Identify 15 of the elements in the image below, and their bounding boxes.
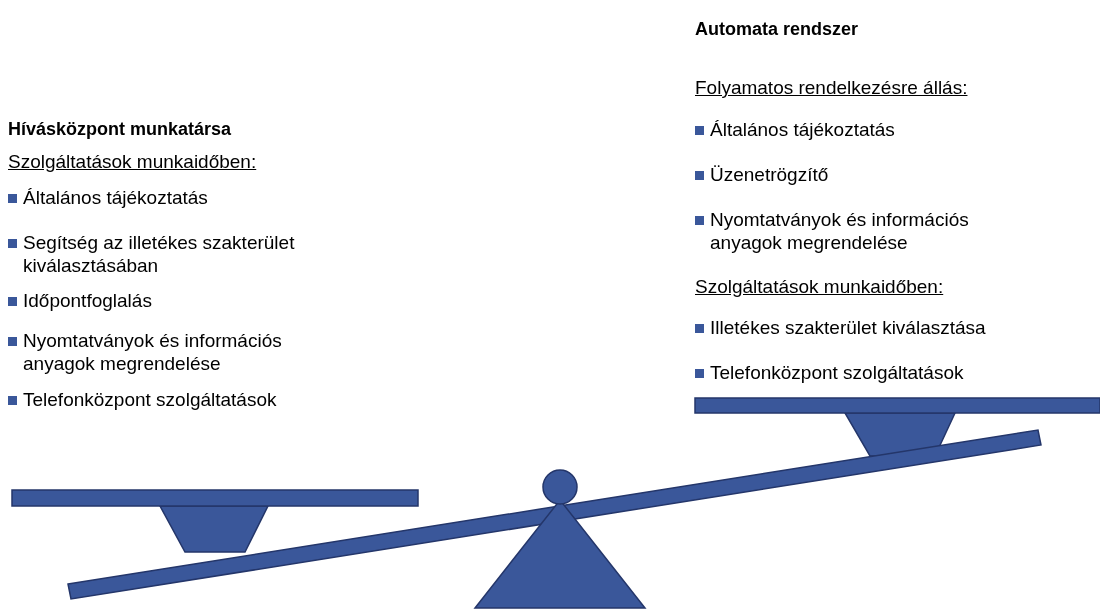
section-subheading: Szolgáltatások munkaidőben: xyxy=(695,275,944,298)
list-item-text: Telefonközpont szolgáltatások xyxy=(710,361,964,384)
list-item-text: Nyomtatványok és információs anyagok megrendelése xyxy=(23,329,283,375)
list-item-text: Nyomtatványok és információs anyagok megrendelése xyxy=(710,208,970,254)
heading: Hívásközpont munkatársa xyxy=(8,118,232,141)
heading: Automata rendszer xyxy=(695,18,859,41)
section-subheading: Szolgáltatások munkaidőben: xyxy=(8,150,257,173)
list-item-text: Üzenetrögzítő xyxy=(710,163,829,186)
list-item-text: Illetékes szakterület kiválasztása xyxy=(710,316,986,339)
section-subheading: Folyamatos rendelkezésre állás: xyxy=(695,76,968,99)
list-item-text: Telefonközpont szolgáltatások xyxy=(23,388,277,411)
list-item-text: Általános tájékoztatás xyxy=(710,118,895,141)
list-item-text: Segítség az illetékes szakterület kiválasztásában xyxy=(23,231,296,277)
list-item-text: Időpontfoglalás xyxy=(23,289,152,312)
list-item-text: Általános tájékoztatás xyxy=(23,186,208,209)
